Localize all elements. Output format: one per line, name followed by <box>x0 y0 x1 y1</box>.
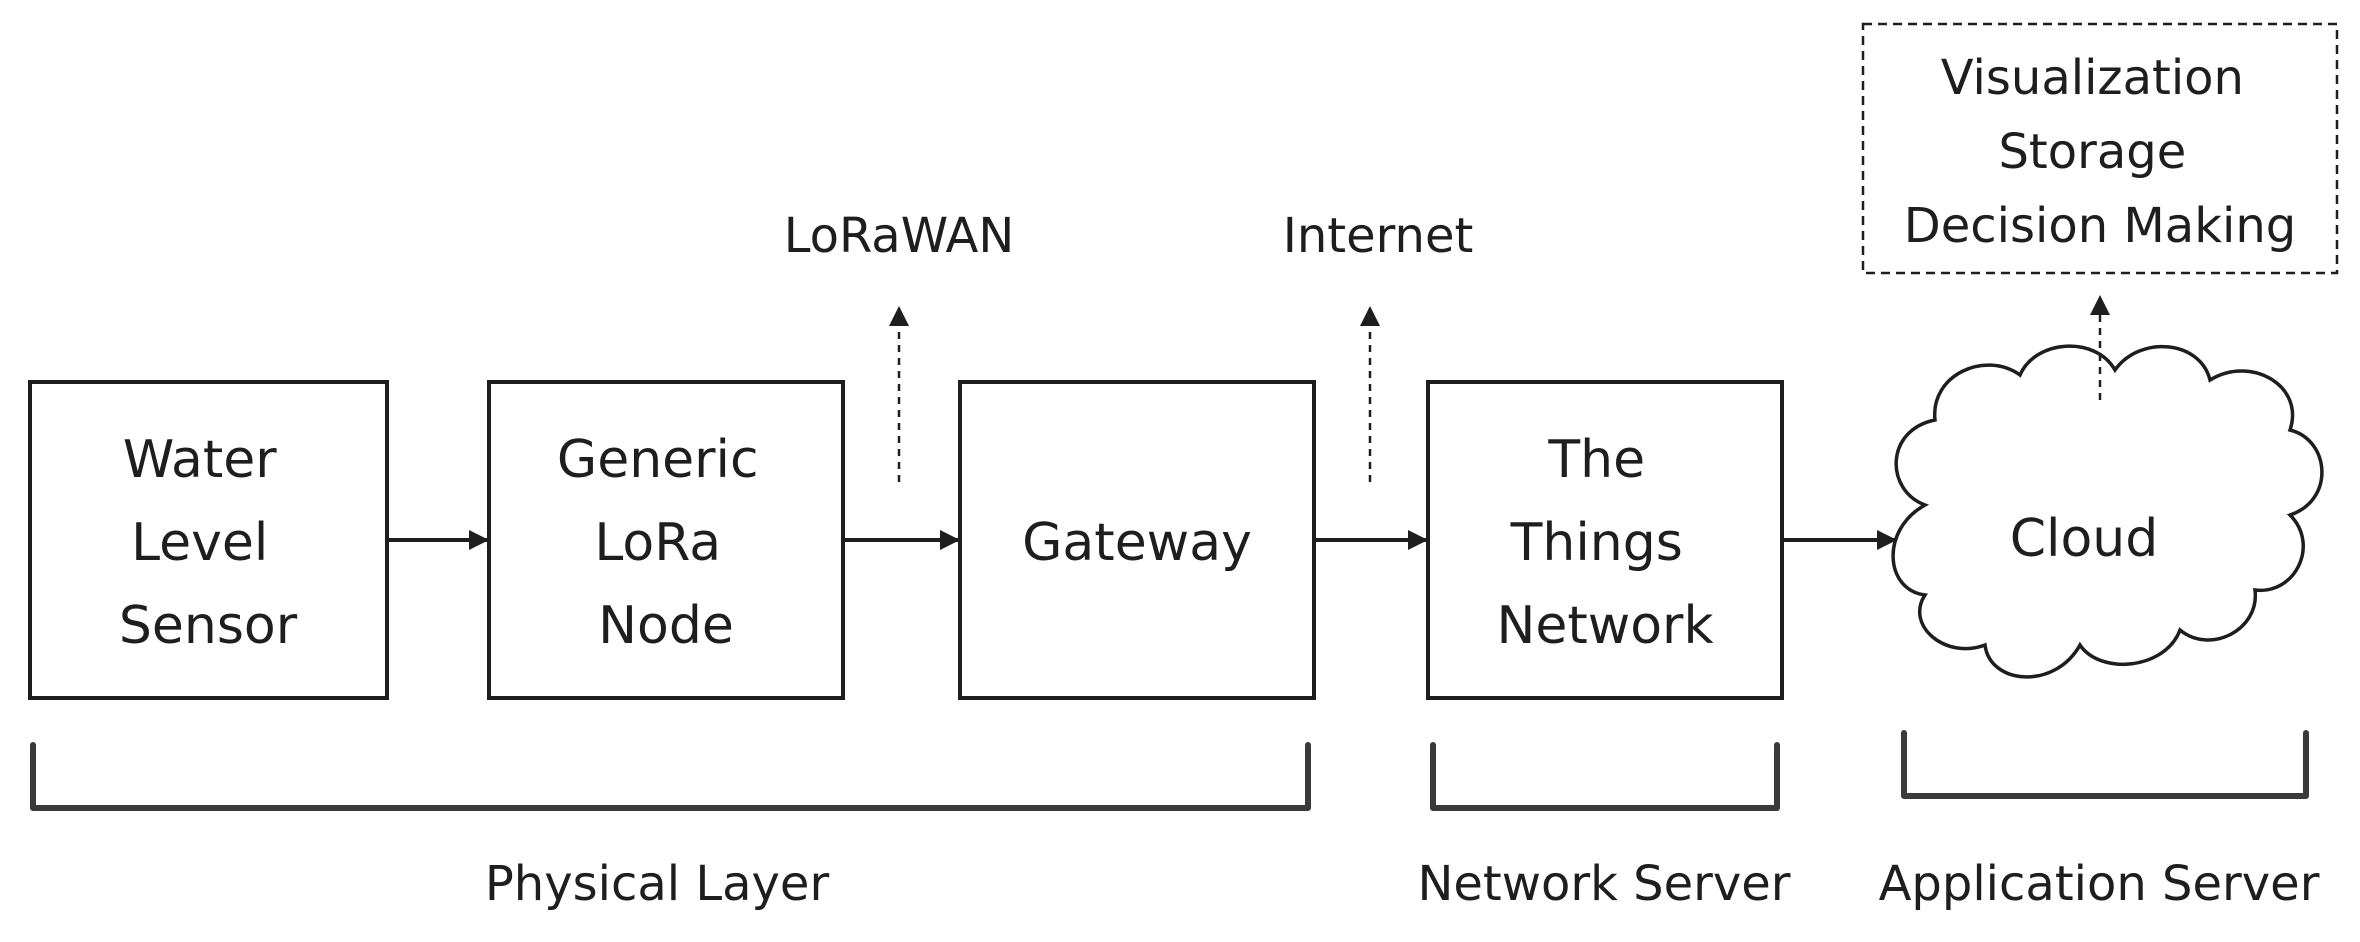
physical-layer-bracket <box>30 742 1311 811</box>
sensor-line-1: Water <box>123 430 277 490</box>
svg-text:Cloud: Cloud <box>2010 509 2159 569</box>
function-visualization: Visualization <box>1941 50 2244 106</box>
function-storage: Storage <box>1998 124 2186 180</box>
svg-text:The Things Network: The Things Network <box>1496 430 1713 656</box>
lora-node-line-2: LoRa <box>594 513 721 573</box>
gateway-label: Gateway <box>1022 513 1252 573</box>
cloud-functions-box: Visualization Storage Decision Making <box>1861 22 2339 275</box>
lora-node-line-3: Node <box>598 596 734 656</box>
physical-layer-label: Physical Layer <box>485 856 830 912</box>
svg-text:Visualization Storage: Visualization Storage Decision Making <box>1904 50 2296 254</box>
water-level-sensor-box: Water Level Sensor <box>28 380 389 700</box>
ttn-line-1: The <box>1547 430 1645 490</box>
network-server-label: Network Server <box>1417 856 1790 912</box>
gateway-box: Gateway <box>958 380 1316 700</box>
network-server-bracket <box>1430 742 1780 811</box>
svg-text:Water Level Sensor: Water Level Sensor <box>119 430 298 656</box>
ttn-line-2: Things <box>1510 513 1683 573</box>
internet-label: Internet <box>1283 208 1474 264</box>
application-server-bracket <box>1901 730 2309 799</box>
the-things-network-box: The Things Network <box>1426 380 1784 700</box>
function-decision-making: Decision Making <box>1904 198 2296 254</box>
cloud-shape: Cloud <box>1891 344 2324 679</box>
sensor-line-3: Sensor <box>119 596 298 656</box>
lorawan-label: LoRaWAN <box>784 208 1015 264</box>
svg-text:Generic LoRa Node: Generic LoRa Node <box>557 430 775 656</box>
lora-node-line-1: Generic <box>557 430 759 490</box>
generic-lora-node-box: Generic LoRa Node <box>487 380 845 700</box>
ttn-line-3: Network <box>1496 596 1713 656</box>
cloud-label: Cloud <box>2010 509 2159 569</box>
svg-text:Gateway: Gateway <box>1022 513 1252 573</box>
sensor-line-2: Level <box>131 513 268 573</box>
application-server-label: Application Server <box>1879 856 2320 912</box>
